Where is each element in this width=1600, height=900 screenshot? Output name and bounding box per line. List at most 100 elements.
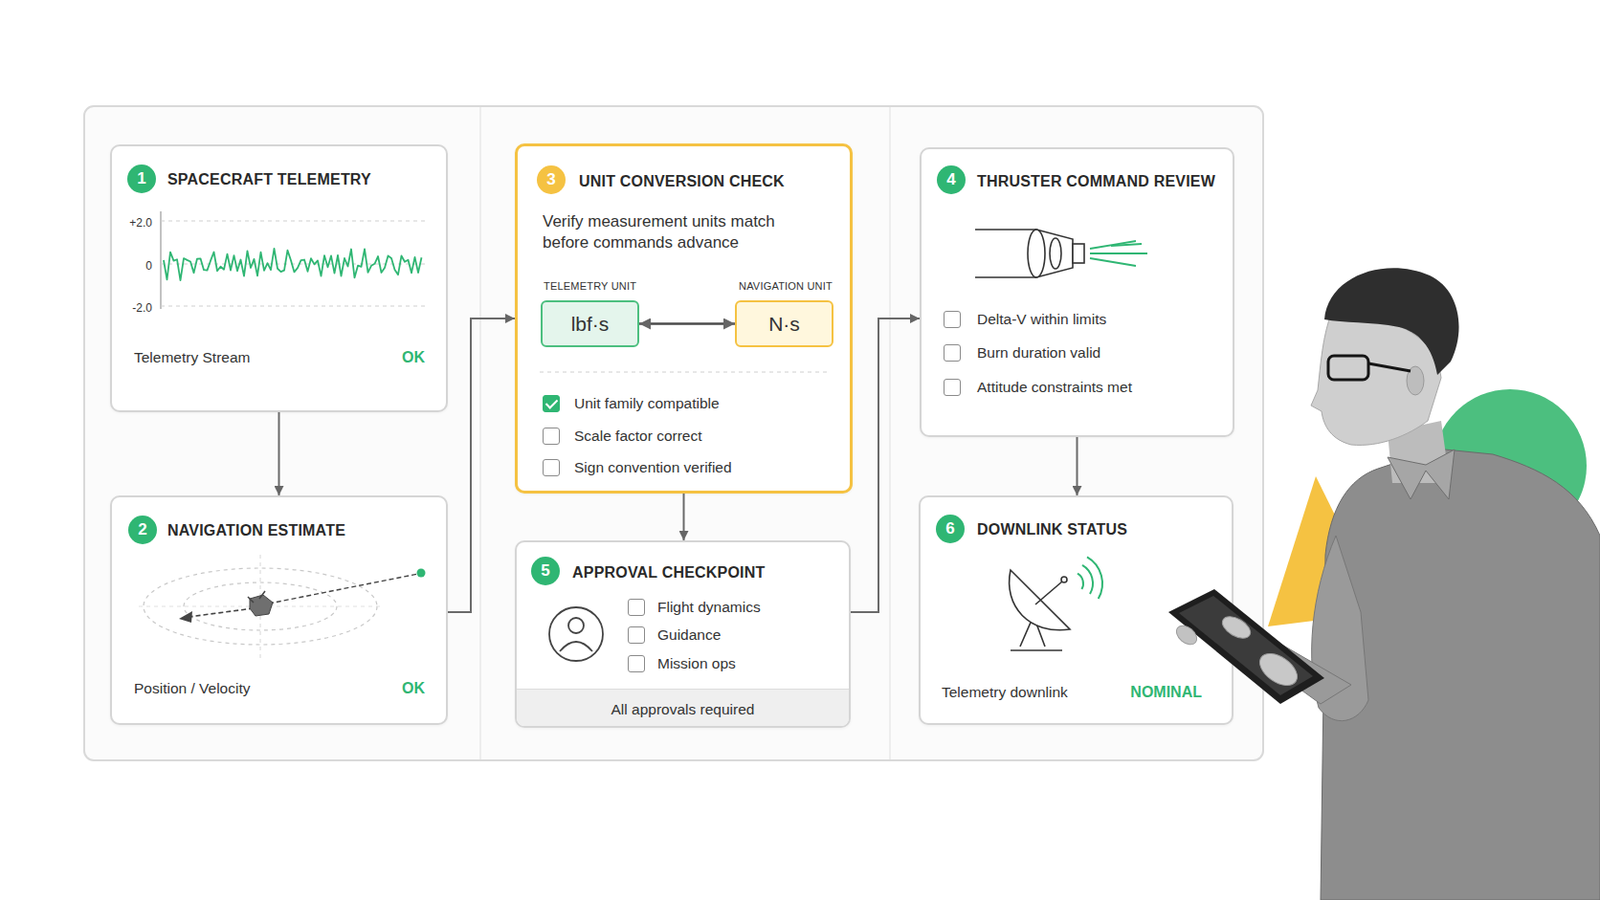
unit-box: lbf·s [540, 300, 640, 348]
outer-panel [84, 106, 1264, 761]
checkbox-checked [542, 395, 560, 413]
step-number: 1 [127, 164, 156, 194]
item-text: Position / Velocity [133, 679, 250, 699]
thruster-nozzle [1036, 229, 1073, 278]
checkbox [627, 599, 645, 617]
unit-box: N·s [734, 300, 834, 348]
signal-arc [1087, 556, 1103, 600]
description-text: Verify measurement units match before co… [542, 211, 823, 254]
connector-group [279, 318, 1078, 613]
flow-arrow [850, 318, 920, 613]
person-hand [1219, 612, 1255, 644]
status-text: NOMINAL [1106, 683, 1202, 703]
dish-feed-tip [1061, 577, 1067, 583]
status-box: 6 DOWNLINK STATUS Telemetry downlink NOMINA… [918, 495, 1234, 726]
item-text: Delta-V within limits [977, 310, 1107, 330]
telemetry-chart [160, 211, 426, 310]
item-text: Telemetry downlink [941, 683, 1068, 703]
person-hand [1173, 622, 1201, 649]
spacecraft-detail [247, 591, 266, 603]
crosshair [260, 555, 262, 661]
orbit-ring [143, 568, 378, 645]
unit-caption: TELEMETRY UNIT [543, 279, 637, 293]
box-title: NAVIGATION ESTIMATE [167, 521, 346, 541]
box-title: APPROVAL CHECKPOINT [572, 563, 765, 583]
item-text: Scale factor correct [574, 426, 703, 446]
person-hand [1254, 647, 1304, 693]
step-number: 2 [128, 515, 157, 545]
unit-caption: NAVIGATION UNIT [738, 279, 833, 293]
item-text: Unit family compatible [574, 394, 720, 414]
orbit-illustration [138, 555, 426, 661]
item-text: Mission ops [657, 654, 736, 674]
step-number: 4 [936, 165, 966, 195]
dish-illustration [1009, 556, 1103, 651]
signal-arc [1077, 574, 1084, 590]
vector-head [178, 611, 193, 623]
thruster-body [975, 229, 1037, 278]
item-text: Guidance [657, 625, 721, 645]
plume-line [1111, 244, 1142, 246]
person-shirt [1320, 449, 1600, 900]
item-text: Sign convention verified [574, 458, 733, 478]
grid-line [160, 221, 426, 223]
process-box: 5APPROVAL CHECKPOINTFlight dynamicsGuida… [514, 540, 851, 729]
target-dot [417, 569, 426, 578]
process-box: 4 THRUSTER COMMAND REVIEW Delta-V within l… [919, 147, 1235, 438]
item-text: Attitude constraints met [977, 377, 1133, 398]
checkbox [542, 459, 560, 477]
signal-arc [1082, 565, 1093, 595]
grid-line [160, 306, 426, 308]
person-neck [1387, 421, 1450, 484]
process-box: 2NAVIGATION ESTIMATEPosition / VelocityO… [110, 495, 448, 726]
thrust-plume [1089, 241, 1148, 267]
box-title: DOWNLINK STATUS [977, 520, 1128, 540]
check-mark [545, 396, 558, 409]
checkbox [943, 378, 961, 397]
checkbox [943, 344, 961, 362]
thruster-tip [1072, 244, 1085, 264]
check-box: 3 UNIT CONVERSION CHECK Verify measurement… [514, 143, 853, 494]
accent-triangle [1267, 476, 1383, 627]
column-divider [888, 107, 891, 760]
dish-base [1010, 649, 1063, 652]
icon-shoulders [559, 642, 593, 652]
unit-text: lbf·s [542, 302, 638, 346]
chart-axis [159, 211, 161, 310]
separator-line [539, 371, 828, 373]
step-number: 6 [935, 514, 965, 544]
box-title: UNIT CONVERSION CHECK [578, 172, 785, 192]
checkbox [627, 655, 645, 673]
step-number: 3 [536, 165, 566, 195]
velocity-vector [188, 608, 254, 618]
axis-label: 0 [117, 259, 153, 273]
flow-arrow [1076, 437, 1079, 496]
plume-line [1089, 241, 1136, 249]
status-text: OK [362, 348, 425, 368]
flow-arrow [447, 318, 515, 613]
trajectory-line [268, 574, 419, 604]
flow-arrow [639, 322, 735, 325]
checkbox [943, 311, 961, 329]
glasses-temple [1368, 363, 1411, 372]
person-collar [1387, 449, 1455, 500]
tablet [1168, 589, 1325, 705]
thruster-ring [1027, 229, 1045, 278]
grid-line [160, 264, 426, 266]
person-ear [1406, 366, 1424, 396]
person-arm [1311, 535, 1369, 722]
crosshair [138, 606, 383, 608]
axis-label: +2.0 [117, 216, 153, 230]
orbit-ring [183, 582, 337, 631]
checkbox [542, 427, 560, 445]
dish-bowl [1009, 570, 1070, 631]
signal-waves [1077, 556, 1103, 600]
process-box: 1SPACECRAFT TELEMETRY+2.00-2.0Telemetry … [110, 144, 448, 413]
box-title: THRUSTER COMMAND REVIEW [977, 172, 1216, 192]
item-text: Burn duration valid [977, 343, 1101, 363]
spacecraft-icon [249, 595, 273, 617]
item-text: Flight dynamics [657, 598, 761, 618]
thruster-ring [1049, 238, 1062, 269]
person-face [1311, 311, 1442, 445]
